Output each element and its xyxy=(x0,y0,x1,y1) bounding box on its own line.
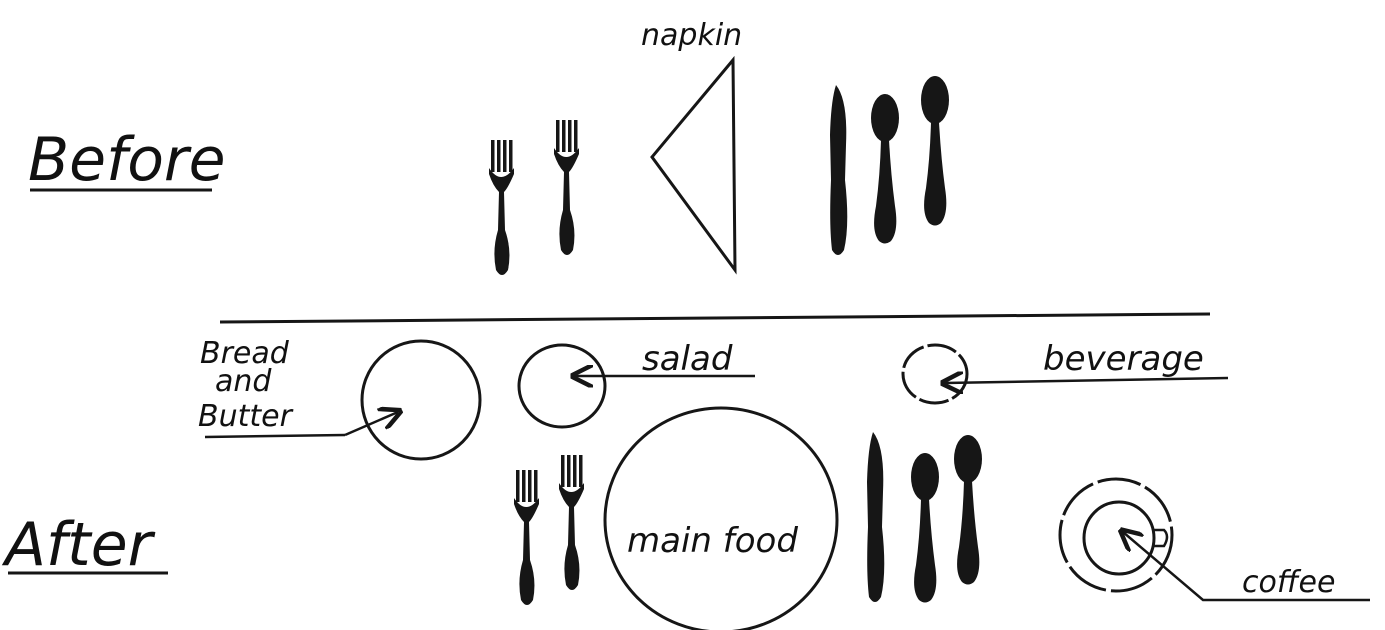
main-plate-icon xyxy=(605,408,837,630)
after-salad-fork-icon xyxy=(514,470,539,605)
divider-line xyxy=(220,314,1210,322)
coffee-cup-handle-icon xyxy=(1154,530,1167,546)
bread-label-line2: and xyxy=(215,364,272,399)
before-knife-icon xyxy=(830,85,847,255)
before-salad-fork-icon xyxy=(489,140,514,275)
before-dinner-fork-icon xyxy=(554,120,579,255)
after-label: After xyxy=(1,510,156,580)
bread-plate-icon xyxy=(362,341,480,459)
coffee-cup-icon xyxy=(1084,502,1154,574)
beverage-glass-icon xyxy=(903,345,967,403)
bread-underline xyxy=(205,435,345,437)
after-dinner-fork-icon xyxy=(559,455,584,590)
napkin-label: napkin xyxy=(641,18,742,53)
before-label: Before xyxy=(28,125,226,195)
salad-plate-icon xyxy=(519,345,605,427)
after-soupspoon-icon xyxy=(954,435,982,585)
after-teaspoon-icon xyxy=(911,453,939,603)
before-teaspoon-icon xyxy=(871,94,899,244)
beverage-label: beverage xyxy=(1043,339,1204,379)
salad-label: salad xyxy=(642,339,733,379)
before-soupspoon-icon xyxy=(921,76,949,226)
bread-label-line3: Butter xyxy=(198,399,294,434)
after-knife-icon xyxy=(867,432,884,602)
coffee-label: coffee xyxy=(1242,565,1335,600)
main-food-label: main food xyxy=(627,521,798,561)
napkin-icon xyxy=(652,60,735,270)
